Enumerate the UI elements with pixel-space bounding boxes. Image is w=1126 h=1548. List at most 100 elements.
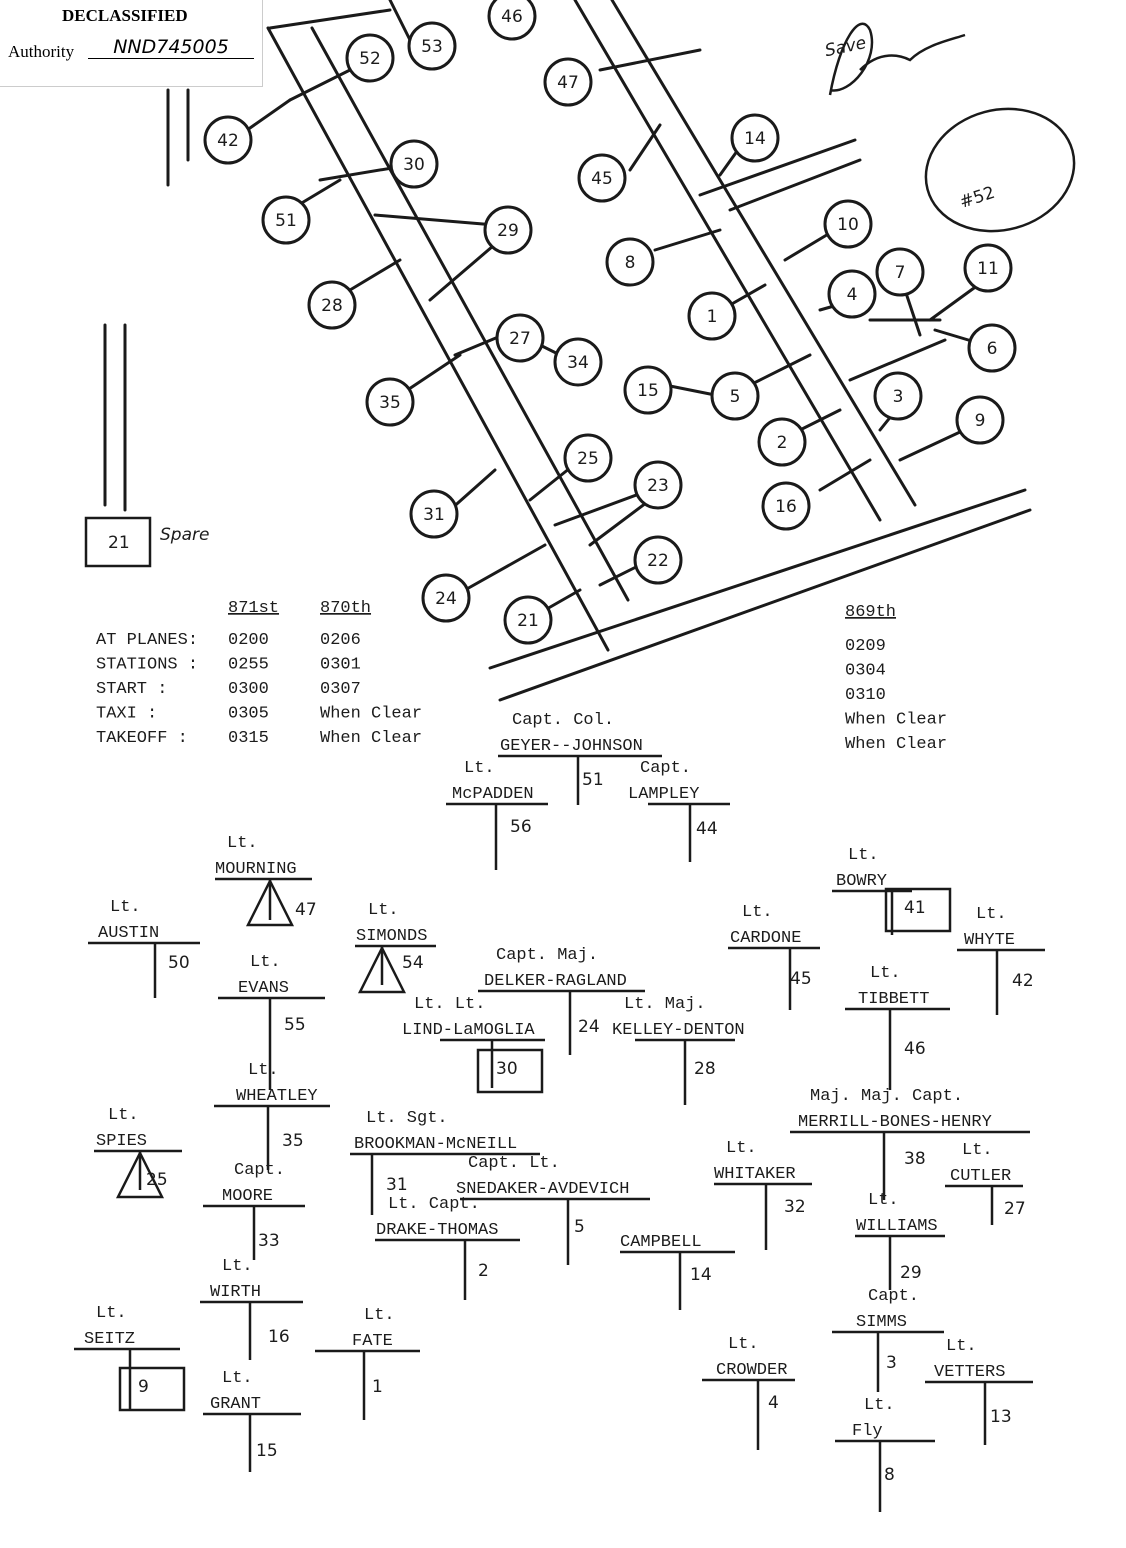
crew-name: FATE <box>352 1332 393 1351</box>
crew-rank: Lt. Lt. <box>414 995 485 1014</box>
hardstand-pad: 4 <box>827 269 877 319</box>
hardstand-pad: 2 <box>757 417 807 467</box>
pad-circle <box>421 573 471 623</box>
pad-circle <box>757 417 807 467</box>
taxiway-edge <box>610 0 917 507</box>
crew-name: SIMONDS <box>356 927 427 946</box>
crew-name: WHEATLEY <box>236 1087 318 1106</box>
crew-name: VETTERS <box>934 1363 1005 1382</box>
taxiway-edge <box>573 0 882 522</box>
crew-rank: Capt. Maj. <box>496 946 598 965</box>
crew-name: BROOKMAN-McNEILL <box>354 1135 517 1154</box>
crew-aircraft-number: 14 <box>690 1265 712 1285</box>
crew-rank: Lt. <box>742 903 773 922</box>
pad-circle <box>955 395 1005 445</box>
crew-name: McPADDEN <box>452 785 534 804</box>
pad-number: 24 <box>435 589 457 609</box>
taxiway-edge <box>698 138 857 197</box>
pad-number: 7 <box>895 263 906 283</box>
crew-aircraft-number: 50 <box>168 953 190 973</box>
crew-aircraft-number: 5 <box>574 1217 585 1237</box>
crew-rank: Lt. <box>96 1304 127 1323</box>
spur <box>903 288 922 337</box>
pad-circle <box>409 489 459 539</box>
crew-aircraft-number: 15 <box>256 1441 278 1461</box>
pad-circle <box>543 57 593 107</box>
hardstand-pad: 16 <box>761 481 811 531</box>
triangle-marker-icon <box>245 878 295 927</box>
pad-circle <box>389 139 439 189</box>
stamp-title: DECLASSIFIED <box>62 6 188 25</box>
crew-aircraft-number: 46 <box>904 1039 926 1059</box>
crew-aircraft-number: 24 <box>578 1017 600 1037</box>
circled-annotation <box>924 107 1076 233</box>
crew-aircraft-number: 13 <box>990 1407 1012 1427</box>
pad-number: 35 <box>379 393 401 413</box>
handwritten-word: Save <box>823 33 868 61</box>
pad-number: 1 <box>707 307 718 327</box>
crew-rank: Lt. Capt. <box>388 1195 480 1214</box>
pad-circle <box>873 371 923 421</box>
hardstand-pad: 28 <box>307 280 357 330</box>
crew-name: CUTLER <box>950 1167 1011 1186</box>
hardstand-pad: 1 <box>687 291 737 341</box>
spur <box>798 408 842 432</box>
crew-name: WHYTE <box>964 931 1015 950</box>
hardstand-pad: 45 <box>577 153 627 203</box>
schedule-869th-value: 0209 <box>845 637 886 656</box>
schedule-870th-value: 0307 <box>320 680 361 699</box>
schedule-869th-value: When Clear <box>845 735 947 754</box>
crew-rank: Lt. <box>728 1335 759 1354</box>
crew-rank: Lt. <box>868 1191 899 1210</box>
pad-number: 27 <box>509 329 531 349</box>
crew-name: SEITZ <box>84 1330 135 1349</box>
crew-rank: Lt. <box>222 1369 253 1388</box>
pad-number: 23 <box>647 476 669 496</box>
spur <box>348 258 402 292</box>
crew-rank: Lt. Sgt. <box>366 1109 448 1128</box>
stamp-authority-label: Authority <box>8 42 75 61</box>
crew-name: WILLIAMS <box>856 1217 938 1236</box>
spur <box>818 458 872 492</box>
pad-circle <box>633 460 683 510</box>
pad-number: 42 <box>217 131 239 151</box>
crew-aircraft-number: 9 <box>138 1377 149 1397</box>
pad-circle <box>365 377 415 427</box>
pad-number: 51 <box>275 211 297 231</box>
crew-aircraft-number: 1 <box>372 1377 383 1397</box>
crew-aircraft-number: 44 <box>696 819 718 839</box>
crew-aircraft-number: 35 <box>282 1131 304 1151</box>
box-marker-icon <box>476 1048 544 1094</box>
crew-rank: Lt. <box>870 964 901 983</box>
pad-number: 52 <box>359 49 381 69</box>
crew-rank: Lt. <box>976 905 1007 924</box>
pad-number: 31 <box>423 505 445 525</box>
pad-circle <box>487 0 537 41</box>
hardstand-pad: 7 <box>875 247 925 297</box>
pad-circle <box>963 243 1013 293</box>
pad-number: 15 <box>637 381 659 401</box>
pad-circle <box>203 115 253 165</box>
schedule-870th-value: When Clear <box>320 705 422 724</box>
pad-number: 2 <box>777 433 788 453</box>
crew-name: CROWDER <box>716 1361 787 1380</box>
spur <box>588 498 652 547</box>
crew-name: SPIES <box>96 1132 147 1151</box>
pad-circle <box>605 237 655 287</box>
crew-name: AUSTIN <box>98 924 159 943</box>
taxiway-edge <box>310 26 630 602</box>
hardstand-pad: 11 <box>963 243 1013 293</box>
